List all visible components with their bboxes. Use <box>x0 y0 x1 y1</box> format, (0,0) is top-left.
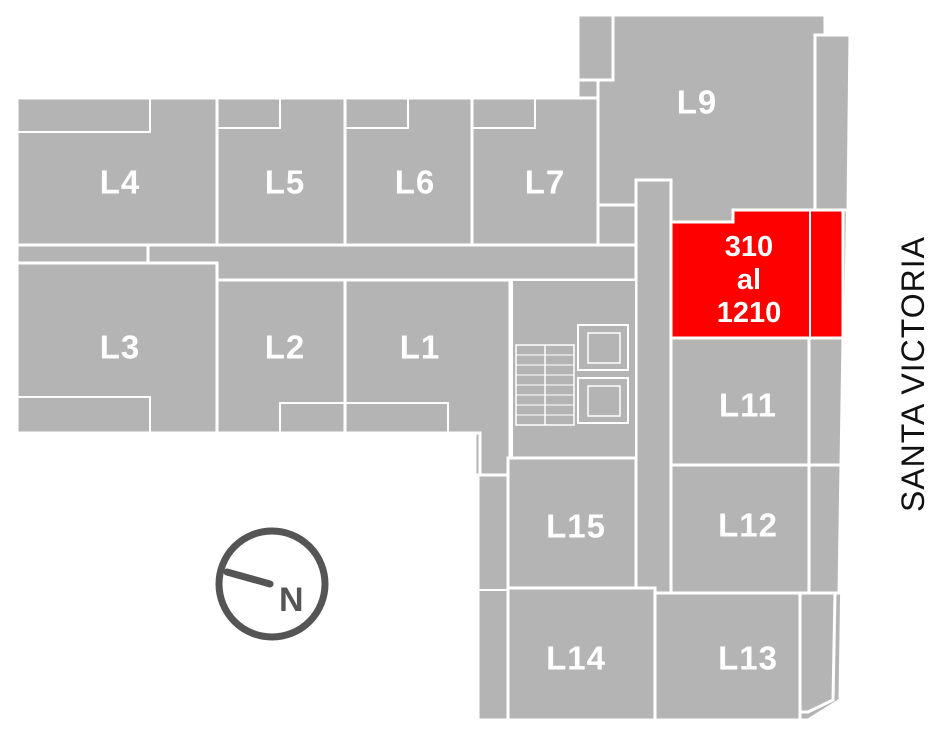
unit-highlighted[interactable]: 310 al 1210 <box>669 208 845 340</box>
unit-l9[interactable]: L9 <box>596 13 827 224</box>
corner-block <box>576 13 615 82</box>
unit-l6[interactable]: L6 <box>343 96 474 247</box>
unit-label: L3 <box>100 329 141 366</box>
unit-l14[interactable]: L14 <box>506 586 657 722</box>
highlight-line-3: 1210 <box>717 297 782 329</box>
stairs-icon <box>515 344 575 426</box>
unit-label: L12 <box>718 507 778 544</box>
elevator-icon <box>577 324 629 424</box>
unit-label: L7 <box>525 164 566 201</box>
unit-label: L13 <box>718 640 778 677</box>
highlight-line-2: al <box>737 264 761 296</box>
unit-l1[interactable]: L1 <box>343 278 512 477</box>
unit-l7[interactable]: L7 <box>470 96 600 247</box>
unit-label: L9 <box>677 84 718 121</box>
unit-label: L4 <box>100 164 141 201</box>
unit-l2[interactable]: L2 <box>215 278 347 435</box>
highlight-line-1: 310 <box>725 231 773 263</box>
unit-label: L15 <box>546 508 606 545</box>
unit-label: L11 <box>719 387 777 424</box>
compass-letter: N <box>279 581 304 619</box>
vertical-corridor <box>634 178 673 622</box>
unit-l5[interactable]: L5 <box>215 96 347 247</box>
unit-label: L6 <box>395 164 436 201</box>
west-strip <box>476 473 510 722</box>
main-corridor <box>146 243 670 282</box>
service-core <box>511 279 637 459</box>
street-label: SANTA VICTORIA <box>895 236 931 512</box>
unit-l13[interactable]: L13 <box>653 591 837 722</box>
unit-l11[interactable]: L11 <box>669 336 845 467</box>
unit-l12[interactable]: L12 <box>669 463 843 595</box>
unit-label: L14 <box>546 640 606 677</box>
unit-label: L1 <box>400 329 441 366</box>
unit-l4[interactable]: L4 <box>15 96 219 247</box>
unit-l9-balcony <box>813 33 852 212</box>
unit-l3[interactable]: L3 <box>15 261 219 435</box>
unit-label: L5 <box>265 164 306 201</box>
unit-l15[interactable]: L15 <box>506 456 638 590</box>
unit-label: L2 <box>265 329 306 366</box>
north-compass-icon: N <box>215 527 329 641</box>
shaft-block <box>596 203 638 247</box>
